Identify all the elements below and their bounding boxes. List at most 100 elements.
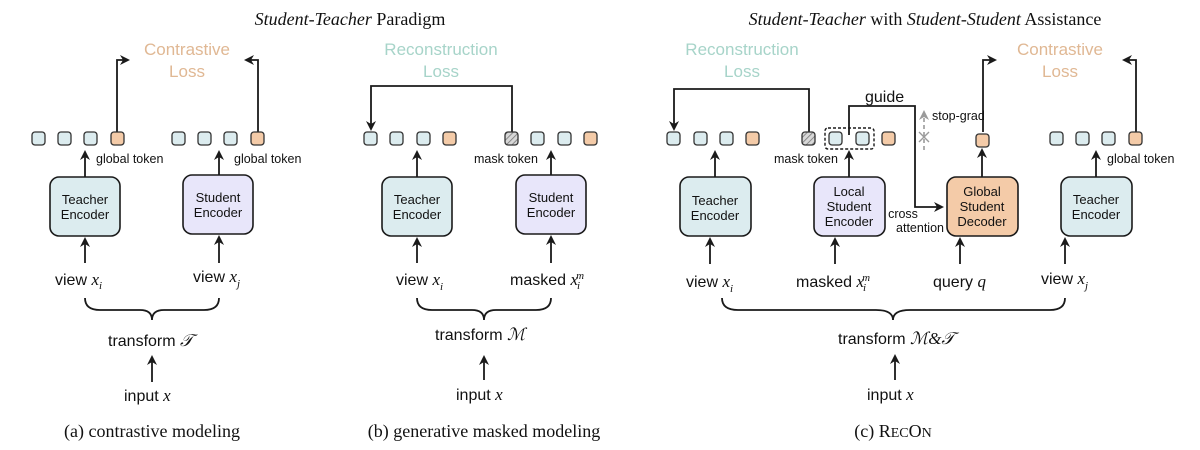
loss-arrow-left (982, 55, 997, 132)
input-label: input x (456, 385, 503, 404)
student-encoder-label: Student (196, 190, 241, 205)
caption-prefix: (c) (854, 421, 878, 442)
loss-arrow-right (244, 55, 259, 132)
teacher-encoder-label: Teacher (692, 193, 739, 208)
local-student-label-2: Student (827, 199, 872, 214)
title-right-italic-1: Student-Teacher (749, 9, 867, 29)
token-row-teacher-2 (1049, 131, 1143, 146)
masked-superscript: m (862, 272, 870, 284)
view-math: x (721, 272, 730, 291)
local-token (57, 131, 72, 146)
global-decoder-label-2: Student (960, 199, 1005, 214)
teacher-encoder-label: Teacher (1073, 192, 1120, 207)
masked-math: x (569, 270, 578, 289)
guide-arrow (848, 105, 944, 212)
token-row-right (504, 131, 598, 146)
caption-O: O (909, 421, 922, 441)
transform-label: transform ℳ (435, 325, 528, 344)
view-subscript: j (1083, 280, 1088, 292)
local-token (1101, 131, 1116, 146)
brace (416, 297, 552, 321)
student-encoder-label: Student (529, 190, 574, 205)
stop-grad-cross-icon (918, 131, 930, 143)
input-text: input (456, 387, 495, 404)
local-token (1049, 131, 1064, 146)
view-xj-label: view xj (193, 267, 240, 290)
global-token (110, 131, 125, 146)
view-xi-label: view xi (396, 270, 443, 293)
view-xi-label: view xi (686, 272, 733, 295)
local-token (83, 131, 98, 146)
token-row-right (171, 131, 265, 146)
teacher-encoder-label-2: Encoder (1072, 207, 1121, 222)
global-token (250, 131, 265, 146)
caption-b: (b) generative masked modeling (368, 421, 600, 442)
contrastive-loss-label: Contrastive (1017, 40, 1103, 59)
global-token (881, 131, 896, 146)
reconstruction-arrow (366, 85, 513, 132)
token-row-left (363, 131, 457, 146)
input-math: x (162, 386, 171, 405)
panel-c: Reconstruction Loss Contrastive Loss gui… (666, 40, 1174, 442)
transform-math: 𝒯 (180, 331, 198, 350)
teacher-encoder-label-2: Encoder (691, 208, 740, 223)
brace (721, 297, 1066, 321)
input-label: input x (867, 385, 914, 404)
transform-text: transform (838, 331, 910, 348)
teacher-encoder-label: Teacher (394, 192, 441, 207)
view-text: view (686, 274, 722, 291)
teacher-encoder-label-2: Encoder (61, 207, 110, 222)
local-token (666, 131, 681, 146)
global-decoder-label-3: Decoder (957, 214, 1007, 229)
global-token (975, 133, 990, 148)
global-token-label: global token (1107, 152, 1174, 166)
global-decoder-label: Global (963, 184, 1001, 199)
student-encoder-box (182, 174, 254, 235)
input-text: input (124, 388, 163, 405)
caption-c: (c) RECON (854, 421, 932, 442)
student-encoder-label-2: Encoder (527, 205, 576, 220)
selected-tokens-dashed-box (824, 127, 875, 150)
local-token (197, 131, 212, 146)
global-token (442, 131, 457, 146)
title-right-plain-1: with (866, 9, 907, 29)
masked-text: masked (796, 274, 856, 291)
local-token (171, 131, 186, 146)
reconstruction-loss-label-2: Loss (724, 62, 760, 81)
teacher-encoder-label-2: Encoder (393, 207, 442, 222)
view-text: view (193, 269, 229, 286)
title-left-plain: Paradigm (372, 9, 446, 29)
brace (84, 297, 220, 321)
guide-label: guide (865, 89, 904, 106)
transform-math: ℳ&𝒯 (910, 329, 959, 348)
local-token (389, 131, 404, 146)
view-subscript: i (99, 280, 102, 292)
local-token (557, 131, 572, 146)
input-math: x (905, 385, 914, 404)
transform-label: transform 𝒯 (108, 331, 198, 350)
local-token (31, 131, 46, 146)
loss-arrow-right (1122, 55, 1137, 132)
token-row-teacher-1 (666, 131, 760, 146)
caption-N: N (922, 426, 932, 441)
view-subscript: j (235, 278, 240, 290)
global-token (745, 131, 760, 146)
view-subscript: i (730, 283, 733, 295)
input-text: input (867, 387, 906, 404)
title-right-italic-2: Student-Student (907, 9, 1022, 29)
global-token (1128, 131, 1143, 146)
teacher-encoder-label: Teacher (62, 192, 109, 207)
input-label: input x (124, 386, 171, 405)
query-text: query (933, 274, 977, 291)
local-token (530, 131, 545, 146)
local-token (363, 131, 378, 146)
reconstruction-loss-label: Reconstruction (384, 40, 497, 59)
contrastive-loss-label-2: Loss (169, 62, 205, 81)
cross-attention-label: cross (888, 207, 918, 221)
view-text: view (55, 272, 91, 289)
local-token (416, 131, 431, 146)
title-right: Student-Teacher with Student-Student Ass… (749, 9, 1102, 29)
mask-token (504, 131, 519, 146)
local-student-label: Local (833, 184, 864, 199)
